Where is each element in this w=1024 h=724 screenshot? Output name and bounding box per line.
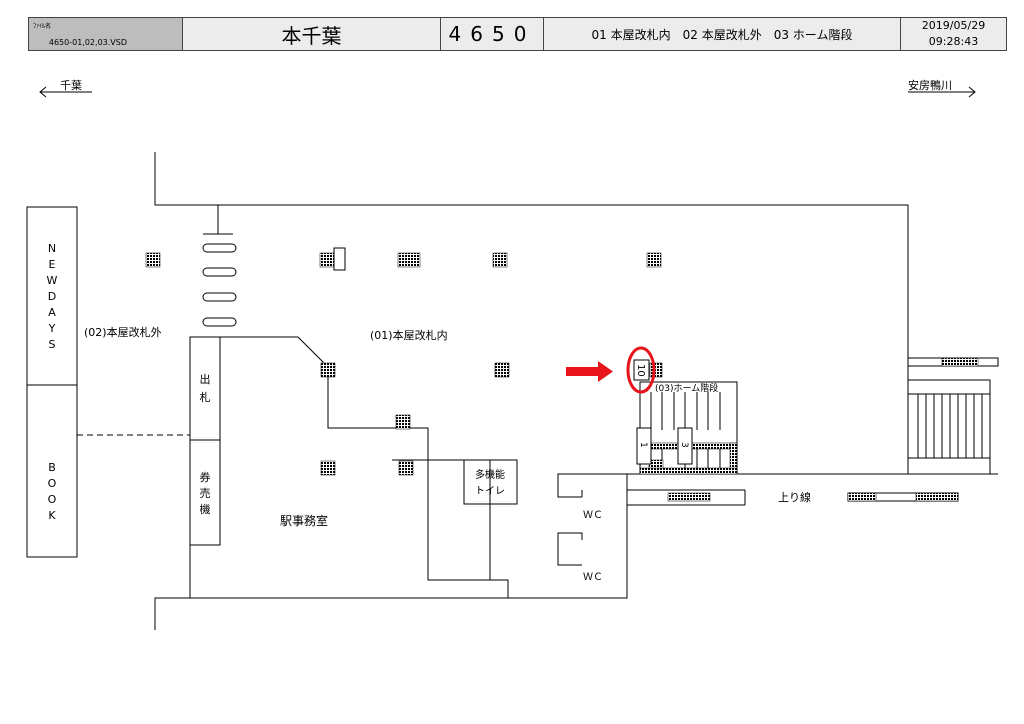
direction-left-arrow	[39, 86, 92, 98]
ticket-office-label: 出札	[200, 372, 211, 404]
highlight-arrow-icon	[566, 361, 613, 382]
equipment-box	[333, 247, 346, 271]
datetime-cell: 2019/05/29 09:28:43	[900, 17, 1007, 51]
pillar	[395, 414, 411, 430]
svg-text:S: S	[49, 338, 56, 351]
inside-gate-label: (01)本屋改札内	[370, 328, 448, 342]
svg-text:機: 機	[200, 502, 211, 516]
svg-text:Y: Y	[48, 322, 56, 335]
marker-10-label: 10	[635, 364, 646, 377]
wc-label: ＷＣ	[583, 572, 603, 583]
stair-1-box	[636, 427, 652, 465]
platform-stairs-label: (03)ホーム階段	[655, 382, 718, 394]
outside-gate-label: (02)本屋改札外	[84, 325, 162, 339]
pillar	[319, 252, 335, 268]
date: 2019/05/29	[921, 19, 986, 32]
svg-text:K: K	[48, 509, 56, 522]
station-office-label: 駅事務室	[280, 513, 328, 528]
svg-text:トイレ: トイレ	[475, 486, 505, 497]
pillar	[494, 362, 510, 378]
ticket-machine	[189, 439, 221, 546]
gate-bar	[202, 267, 237, 277]
svg-text:O: O	[48, 477, 57, 490]
track-label: 上り線	[778, 490, 811, 504]
pillar	[649, 362, 663, 378]
svg-text:E: E	[49, 258, 56, 271]
gate-bar	[202, 292, 237, 302]
svg-text:出: 出	[200, 372, 211, 386]
direction-right-arrow	[908, 86, 976, 98]
pillar	[145, 252, 161, 268]
file-name-cell: ﾌｧｲﾙ名 4650-01,02,03.VSD	[28, 17, 183, 51]
stair-1-label: 1	[638, 442, 648, 448]
wc-label: ＷＣ	[583, 510, 603, 521]
marker-10-box[interactable]	[633, 359, 650, 381]
highlight-circle	[626, 346, 656, 394]
svg-text:O: O	[48, 493, 57, 506]
pillar	[397, 252, 421, 268]
outer-wall-bottom	[154, 474, 628, 630]
file-label: ﾌｧｲﾙ名	[33, 23, 52, 30]
stair-3-label: 3	[679, 442, 689, 448]
svg-text:札: 札	[200, 391, 211, 404]
svg-text:券: 券	[200, 470, 211, 484]
pillar	[320, 362, 336, 378]
right-stairs	[908, 393, 990, 459]
gate-bar	[202, 317, 237, 327]
station-code: 4650	[440, 17, 544, 51]
office-wall	[220, 336, 324, 368]
stair-3-box	[677, 427, 693, 465]
svg-text:B: B	[48, 461, 56, 474]
pillars	[145, 252, 979, 502]
area-description: 01 本屋改札内 02 本屋改札外 03 ホーム階段	[543, 17, 901, 51]
station-name: 本千葉	[182, 17, 441, 51]
ticket-office	[189, 336, 221, 441]
pillar	[492, 252, 508, 268]
direction-right-label: 安房鴨川	[908, 78, 952, 92]
multipurpose-toilet	[463, 459, 518, 505]
svg-text:N: N	[48, 242, 56, 255]
ticket-machine-label: 券売機	[200, 470, 211, 516]
direction-left-label: 千葉	[60, 78, 82, 92]
pillar	[398, 460, 414, 476]
svg-text:W: W	[47, 274, 58, 287]
svg-text:多機能: 多機能	[475, 468, 505, 481]
time: 09:28:43	[928, 35, 979, 48]
file-name: 4650-01,02,03.VSD	[48, 38, 127, 47]
svg-text:売: 売	[200, 487, 211, 500]
pillar	[320, 460, 336, 476]
gate-bar	[202, 243, 237, 253]
svg-text:A: A	[48, 306, 56, 319]
pillar	[646, 252, 662, 268]
svg-text:D: D	[48, 290, 56, 303]
outer-wall-top	[154, 152, 909, 358]
book-shop	[26, 384, 78, 558]
office-wall-2	[327, 372, 509, 598]
